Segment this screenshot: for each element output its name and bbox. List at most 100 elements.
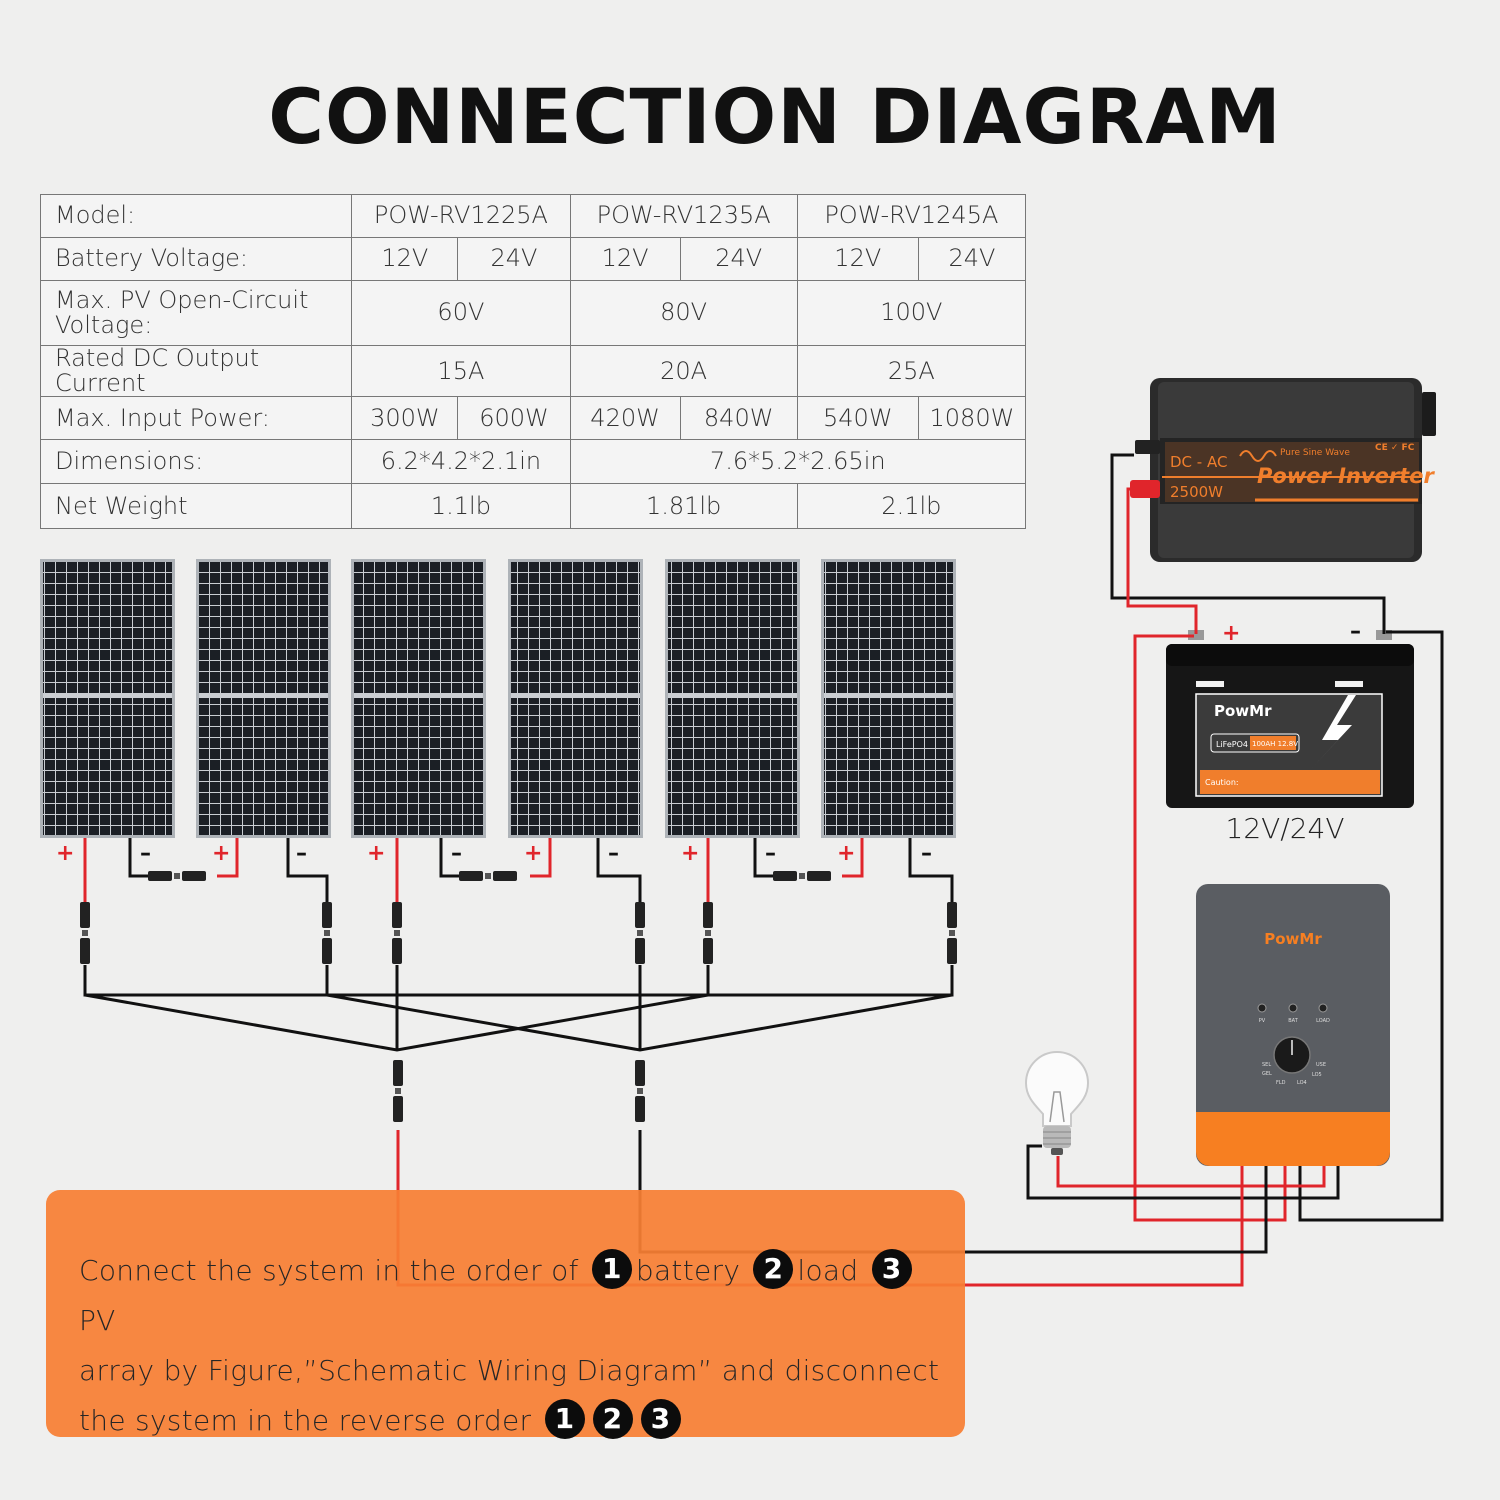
string-output-wire [908,838,954,905]
step-number-3: 3 [871,1249,912,1289]
solar-panel: +– [40,559,175,866]
panel-minus-sign: – [608,841,619,866]
series-wire-negative [753,838,775,878]
page-title: CONNECTION DIAGRAM [268,72,1282,161]
input-power-cell: 1080W [917,396,1027,441]
dc-current-cell: 25A [796,344,1027,398]
weight-cell: 2.1lb [796,483,1027,530]
inverter-wave-label: Pure Sine Wave [1280,448,1350,458]
solar-panel: +– [665,559,800,866]
panel-wiring [80,838,957,1122]
pv-voltage-cell: 100V [796,280,1027,346]
battery-voltage-label: 12V/24V [1225,812,1345,845]
panel-plus-sign: + [681,841,699,866]
table-row: Max. PV Open-Circuit Voltage: 60V 80V 10… [39,280,1027,346]
series-wire-negative [128,838,150,878]
power-inverter: DC - AC 2500W Pure Sine Wave CE ✓ FC Pow… [1130,378,1436,562]
led-label-load: LOAD [1316,1018,1330,1024]
weight-cell: 1.1lb [351,483,571,530]
panel-plus-sign: + [56,841,74,866]
string-output-wire [596,838,642,905]
mc4-connector [703,902,713,964]
mc4-connector [947,902,957,964]
instruction-part3: the system in the reverse order [79,1404,532,1437]
battery-voltage-cell: 12V [796,237,919,281]
solar-panel: +– [821,559,956,866]
inverter-type-label: DC - AC [1170,453,1227,471]
panel-minus-sign: – [765,841,776,866]
reverse-number-3: 3 [640,1399,681,1439]
controller-brand: PowMr [1264,930,1322,948]
battery-voltage-row-label: Battery Voltage: [39,237,353,281]
model-cell: POW-RV1235A [569,194,798,238]
lightning-icon [1312,695,1356,768]
series-wire-positive [842,838,864,878]
battery-voltage-cell: 24V [679,237,798,281]
mc4-series-connector [773,871,831,881]
inverter-cert-label: CE ✓ FC [1375,443,1415,453]
sine-wave-icon [1239,450,1277,462]
input-power-cell: 600W [457,396,571,441]
mc4-connector [635,902,645,964]
mc4-connector [80,902,90,964]
knob-label: LO4 [1297,1080,1307,1086]
input-power-cell: 300W [351,396,459,441]
input-power-cell: 840W [679,396,798,441]
battery-minus-sign: – [1350,619,1361,644]
panel-minus-sign: – [140,841,151,866]
weight-label: Net Weight [39,483,353,530]
solar-panel: +– [508,559,643,866]
battery-voltage-cell: 12V [569,237,681,281]
mc4-connector [322,902,332,964]
light-bulb-icon [1024,1050,1090,1155]
panel-plus-sign: + [524,841,542,866]
instruction-part1: Connect the system in the order of [79,1254,579,1287]
table-row: Battery Voltage: 12V 24V 12V 24V 12V 24V [39,237,1027,281]
solar-panel: +– [351,559,486,866]
battery-voltage-cell: 12V [351,237,459,281]
inverter-power-label: 2500W [1170,483,1223,501]
table-row: Rated DC Output Current 15A 20A 25A [39,344,1027,398]
mc4-branch-connector [635,1060,645,1122]
step-number-1: 1 [591,1249,632,1289]
dimensions-label: Dimensions: [39,439,353,485]
led-label-bat: BAT [1288,1018,1298,1024]
parallel-bus [326,993,953,1052]
knob-label: USE [1316,1062,1326,1068]
battery-spec-label: 100AH 12.8V [1252,740,1298,748]
solar-panel-array: +–+–+–+–+–+– [40,559,956,866]
knob-label: FLD [1276,1080,1286,1086]
series-wire-positive [530,838,552,878]
dc-current-cell: 20A [569,344,798,398]
table-row: Model: POW-RV1225A POW-RV1235A POW-RV124… [39,194,1027,238]
mc4-connector [392,902,402,964]
reverse-number-2: 2 [592,1399,633,1439]
mc4-series-connector [148,871,206,881]
instruction-part2: array by Figure,”Schematic Wiring Diagra… [79,1354,940,1387]
battery-chem-label: LiFePO4 [1216,740,1248,749]
series-wire-positive [217,838,239,878]
dc-current-cell: 15A [351,344,571,398]
input-power-label: Max. Input Power: [39,396,353,441]
knob-label: GEL [1262,1071,1272,1077]
table-row: Max. Input Power: 300W 600W 420W 840W 54… [39,396,1027,441]
battery-caution-label: Caution: [1205,778,1239,787]
series-wire-negative [439,838,461,878]
lifepo4-battery: PowMr LiFePO4 100AH 12.8V Caution: + – [1166,619,1414,808]
knob-label: SEL [1262,1062,1271,1068]
parallel-bus [84,993,709,1052]
spec-table: Model: POW-RV1225A POW-RV1235A POW-RV124… [39,194,1027,530]
panel-plus-sign: + [837,841,855,866]
weight-cell: 1.81lb [569,483,798,530]
battery-plus-sign: + [1222,621,1240,646]
panel-plus-sign: + [212,841,230,866]
step-load: load [797,1254,859,1287]
inverter-name-label: Power Inverter [1257,464,1435,488]
battery-brand: PowMr [1214,702,1272,720]
reverse-number-1: 1 [544,1399,585,1439]
panel-minus-sign: – [296,841,307,866]
panel-plus-sign: + [367,841,385,866]
